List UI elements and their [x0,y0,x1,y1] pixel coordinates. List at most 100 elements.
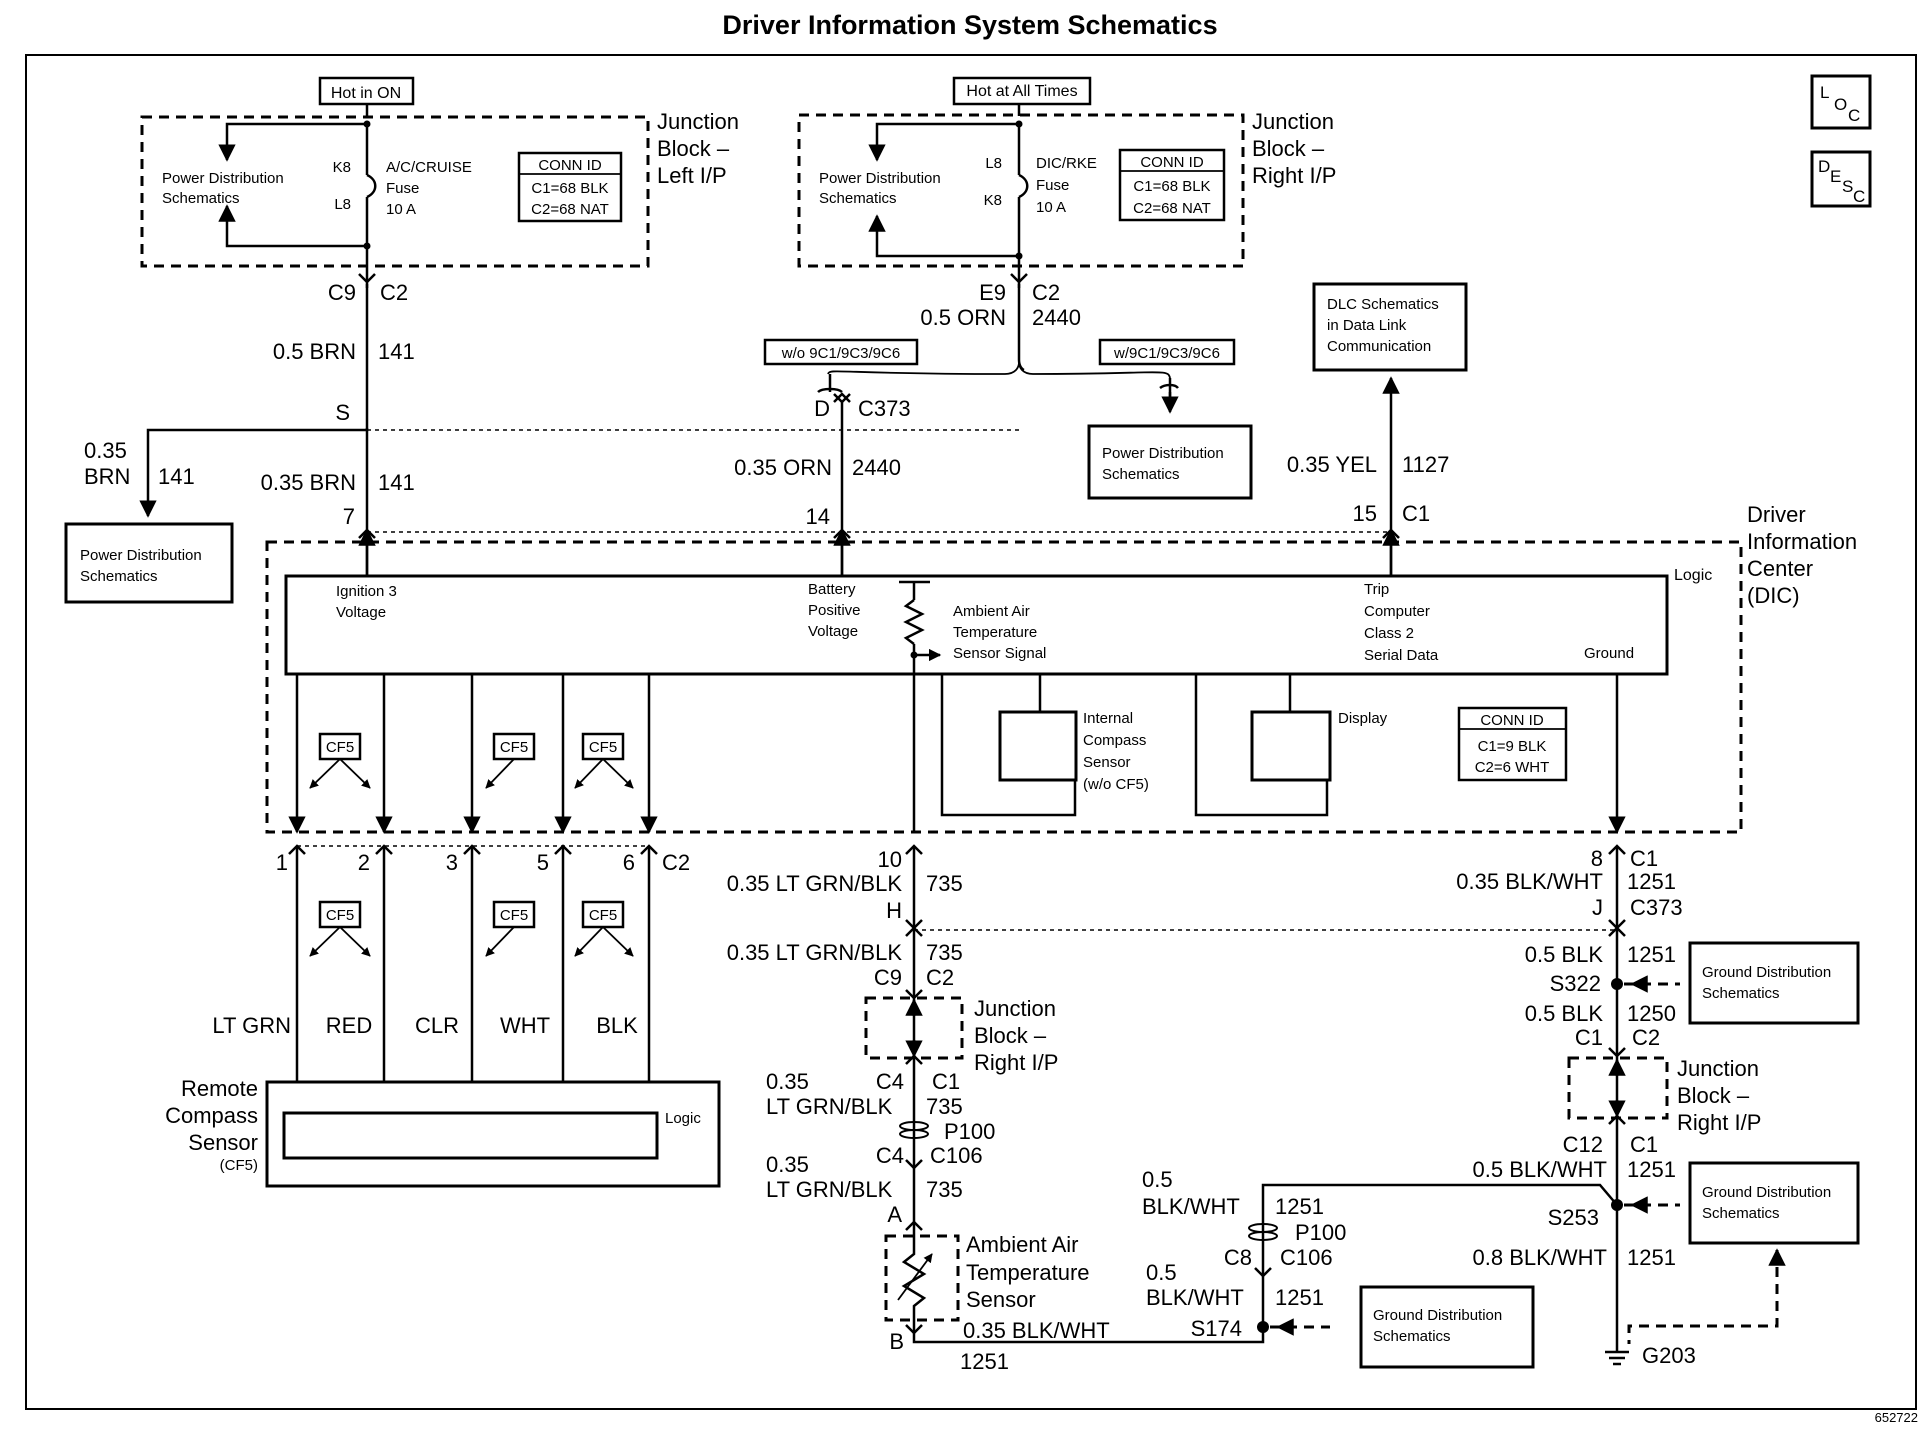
svg-text:Block –: Block – [974,1023,1047,1048]
svg-text:Ground Distribution: Ground Distribution [1702,964,1831,981]
desc-button[interactable]: D E S C [1810,150,1872,208]
svg-text:Internal: Internal [1083,710,1133,727]
svg-text:Schematics: Schematics [1702,1205,1780,1222]
svg-text:C373: C373 [1630,895,1683,920]
svg-text:A: A [887,1202,902,1227]
svg-text:C106: C106 [930,1143,983,1168]
svg-text:S174: S174 [1191,1316,1242,1341]
svg-text:Computer: Computer [1364,603,1430,620]
svg-text:Block –: Block – [657,136,730,161]
svg-text:0.35 BRN: 0.35 BRN [261,470,356,495]
svg-text:Communication: Communication [1327,338,1431,355]
svg-text:C2=68 NAT: C2=68 NAT [1133,200,1211,217]
svg-text:0.8 BLK/WHT: 0.8 BLK/WHT [1473,1245,1607,1270]
wire-2440: E9 C2 0.5 ORN 2440 w/o 9C1/9C3/9C6 w/9C1… [734,273,1253,576]
svg-text:Power Distribution: Power Distribution [80,547,202,564]
wire-735: 10 0.35 LT GRN/BLK 735 H 0.35 LT GRN/BLK… [727,844,1617,1374]
svg-text:CONN ID: CONN ID [538,157,602,174]
svg-text:CONN ID: CONN ID [1140,154,1204,171]
svg-text:0.35 LT GRN/BLK: 0.35 LT GRN/BLK [727,871,903,896]
svg-text:8: 8 [1591,846,1603,871]
svg-text:Block –: Block – [1677,1083,1750,1108]
svg-text:Schematics: Schematics [819,190,897,207]
svg-text:Schematics: Schematics [1102,466,1180,483]
svg-text:Right I/P: Right I/P [974,1050,1058,1075]
svg-text:0.35: 0.35 [766,1152,809,1177]
wire-141: C9 C2 0.5 BRN 141 S 0.35 BRN 141 0.35 BR… [64,273,415,604]
junction-block-right-top: Hot at All Times Junction Block – Right … [797,76,1336,288]
svg-text:RED: RED [326,1013,372,1038]
figure-id: 652722 [1875,1410,1918,1425]
svg-text:141: 141 [158,464,195,489]
svg-text:C106: C106 [1280,1245,1333,1270]
svg-text:L8: L8 [985,155,1002,172]
svg-text:0.35 YEL: 0.35 YEL [1287,452,1377,477]
svg-text:2440: 2440 [852,455,901,480]
svg-text:Ground Distribution: Ground Distribution [1373,1307,1502,1324]
junction-block-left: Hot in ON Junction Block – Left I/P Powe… [140,76,739,288]
page-title: Driver Information System Schematics [722,10,1217,40]
svg-text:Ignition 3: Ignition 3 [336,583,397,600]
svg-text:0.5 BLK: 0.5 BLK [1525,1001,1604,1026]
svg-text:3: 3 [446,850,458,875]
svg-text:Right I/P: Right I/P [1677,1110,1761,1135]
wire-1251: 8 C1 0.35 BLK/WHT 1251 J C373 0.5 BLK 12… [1142,844,1860,1369]
svg-text:A/C/CRUISE: A/C/CRUISE [386,159,472,176]
svg-text:Temperature: Temperature [953,624,1037,641]
svg-text:DIC/RKE: DIC/RKE [1036,155,1097,172]
svg-text:1251: 1251 [1627,942,1676,967]
svg-text:1250: 1250 [1627,1001,1676,1026]
svg-text:0.5: 0.5 [1142,1167,1173,1192]
svg-text:Temperature: Temperature [966,1260,1090,1285]
svg-text:C2: C2 [1032,280,1060,305]
svg-text:L: L [1820,83,1829,102]
loc-button[interactable]: L O C [1810,74,1872,130]
svg-text:C2: C2 [1632,1025,1660,1050]
svg-text:Remote: Remote [181,1076,258,1101]
svg-text:C9: C9 [874,965,902,990]
svg-text:1251: 1251 [960,1349,1009,1374]
svg-text:D: D [1818,157,1830,176]
svg-text:BRN: BRN [84,464,130,489]
svg-text:1251: 1251 [1627,1157,1676,1182]
svg-text:(DIC): (DIC) [1747,583,1800,608]
svg-text:0.5 ORN: 0.5 ORN [920,305,1006,330]
svg-text:Voltage: Voltage [808,623,858,640]
svg-text:LT GRN/BLK: LT GRN/BLK [766,1177,893,1202]
svg-text:C1: C1 [1630,846,1658,871]
svg-text:CF5: CF5 [326,739,354,756]
svg-text:CF5: CF5 [589,907,617,924]
cf5-option-2: CF5 [485,732,536,789]
svg-text:G203: G203 [1642,1343,1696,1368]
svg-text:1251: 1251 [1627,869,1676,894]
svg-text:0.35 BLK/WHT: 0.35 BLK/WHT [963,1318,1110,1343]
svg-text:Schematics: Schematics [162,190,240,207]
svg-text:C: C [1848,106,1860,125]
svg-text:BLK/WHT: BLK/WHT [1146,1285,1244,1310]
svg-text:Sensor: Sensor [1083,754,1131,771]
svg-text:735: 735 [926,1177,963,1202]
svg-text:Compass: Compass [1083,732,1146,749]
svg-text:Power Distribution: Power Distribution [819,170,941,187]
svg-text:Class 2: Class 2 [1364,625,1414,642]
svg-text:C4: C4 [876,1143,904,1168]
svg-text:735: 735 [926,871,963,896]
svg-text:0.5 BLK/WHT: 0.5 BLK/WHT [1473,1157,1607,1182]
svg-text:C9: C9 [328,280,356,305]
svg-text:0.35: 0.35 [766,1069,809,1094]
svg-text:C2: C2 [926,965,954,990]
svg-text:Junction: Junction [1252,109,1334,134]
svg-text:Display: Display [1338,710,1388,727]
svg-text:Trip: Trip [1364,581,1389,598]
svg-text:S: S [1842,177,1853,196]
svg-text:Compass: Compass [165,1103,258,1128]
svg-text:S: S [335,400,350,425]
svg-text:C1: C1 [1575,1025,1603,1050]
svg-text:C12: C12 [1563,1132,1603,1157]
svg-text:Sensor Signal: Sensor Signal [953,645,1046,662]
svg-text:LT GRN: LT GRN [212,1013,291,1038]
svg-text:Sensor: Sensor [966,1287,1036,1312]
svg-text:735: 735 [926,940,963,965]
svg-text:Power Distribution: Power Distribution [162,170,284,187]
svg-text:C4: C4 [876,1069,904,1094]
